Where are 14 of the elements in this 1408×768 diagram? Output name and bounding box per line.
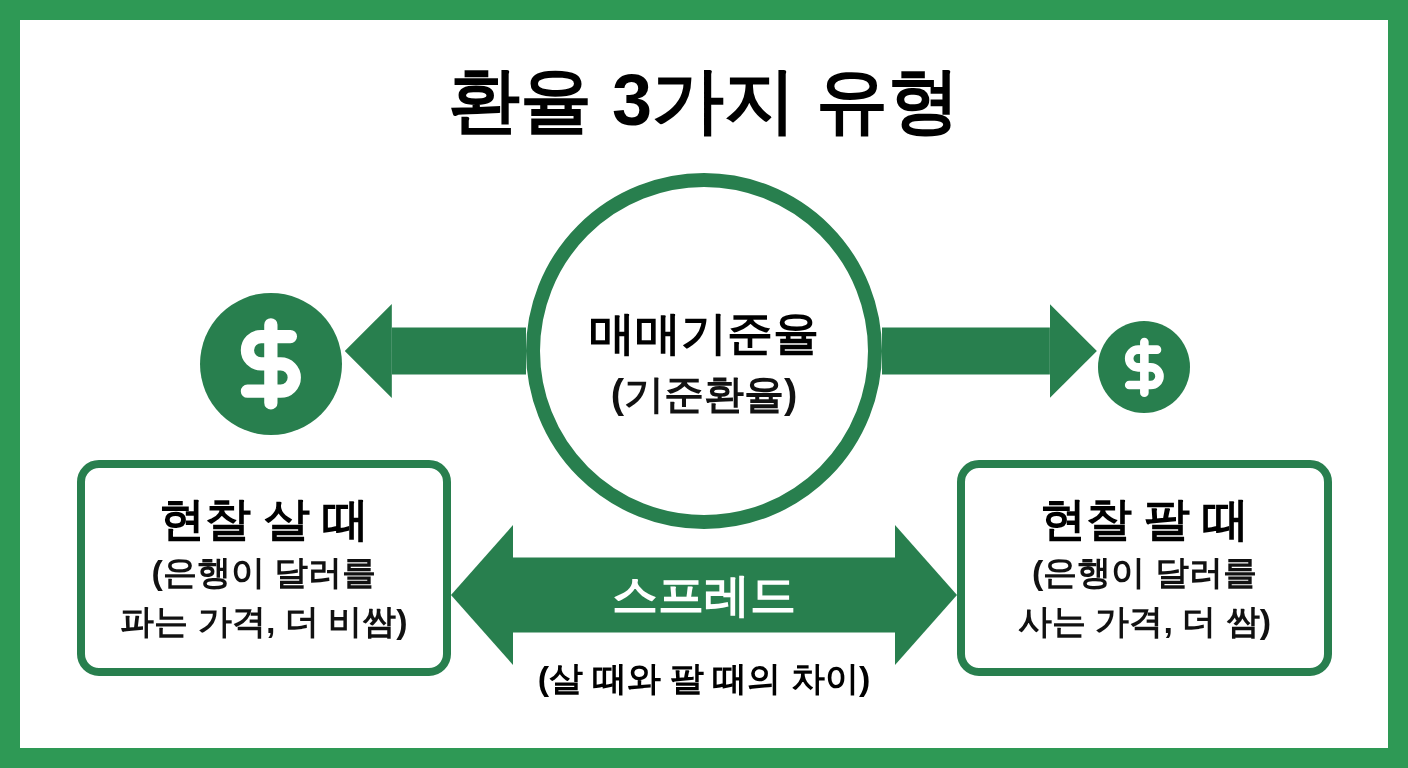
note-text: (살 때와 팔 때의 차이) bbox=[537, 658, 871, 699]
node-description: (은행이 달러를 사는 가격, 더 쌈) bbox=[1016, 552, 1273, 642]
edge-label: 스프레드 bbox=[612, 572, 796, 618]
node-heading: 현찰 살 때 bbox=[159, 492, 369, 547]
node-description: (은행이 달러를 파는 가격, 더 비쌈) bbox=[119, 552, 409, 642]
block-arrow bbox=[344, 304, 526, 398]
info-card bbox=[957, 460, 1332, 676]
node-heading: 매매기준율 bbox=[589, 306, 819, 361]
node-description: (기준환율) bbox=[610, 371, 798, 418]
node-heading: 현찰 팔 때 bbox=[1039, 492, 1250, 547]
title: 환율 3가지 유형 bbox=[447, 59, 961, 142]
block-arrow bbox=[882, 304, 1097, 398]
double-headed-arrow bbox=[451, 525, 957, 665]
info-card bbox=[77, 460, 451, 676]
